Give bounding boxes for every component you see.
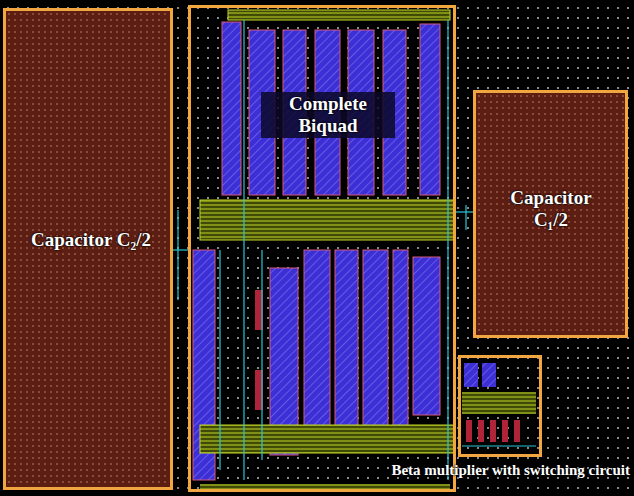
region-label: Complete Biquad xyxy=(261,92,395,138)
biquad-region: Complete Biquad xyxy=(188,5,456,492)
beta-multiplier-region: Beta multiplier with switching circuit xyxy=(458,355,542,457)
region-label: Beta multiplier with switching circuit xyxy=(300,462,630,479)
region-label: Capacitor C₁/2 xyxy=(492,187,610,231)
capacitor-region: Capacitor C₂/2 xyxy=(3,8,173,490)
region-label: Capacitor C₂/2 xyxy=(31,229,151,251)
capacitor-region: Capacitor C₁/2 xyxy=(473,90,628,338)
